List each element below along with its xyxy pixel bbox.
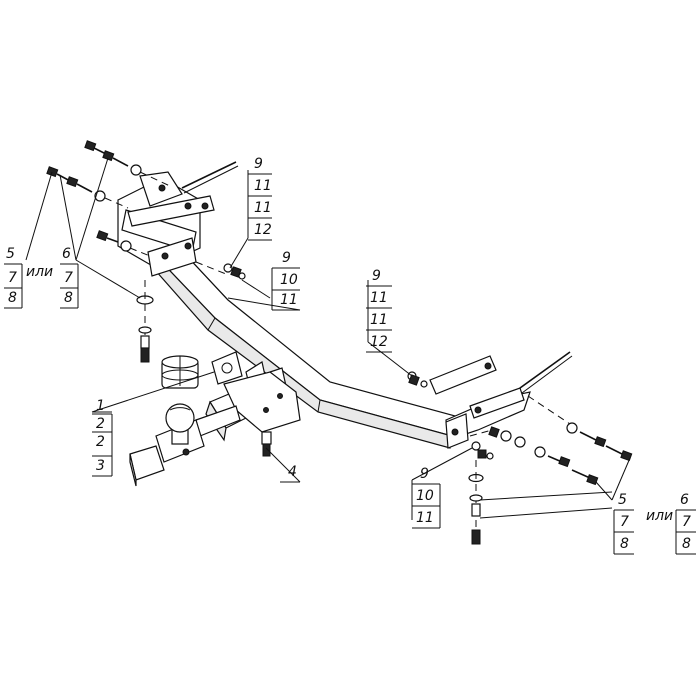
callout-label: 6 — [62, 246, 71, 262]
callout-label: 7 — [620, 514, 629, 530]
ball-cover — [161, 355, 199, 389]
callout-label: 10 — [280, 272, 298, 288]
or-label: или — [26, 264, 53, 280]
callout-label: 7 — [64, 270, 73, 286]
callout-label: 11 — [254, 178, 272, 194]
callout-label: 8 — [64, 290, 73, 306]
callout-left-group: 5 7 8 или 6 7 8 — [4, 246, 79, 309]
or-label: или — [646, 508, 673, 524]
callout-label: 8 — [620, 536, 629, 552]
callout-label: 11 — [280, 292, 298, 308]
callout-label: 9 — [254, 156, 263, 172]
callout-right-group: 5 7 8 или 6 7 8 — [613, 492, 696, 555]
callout-label: 1 — [96, 398, 105, 414]
callout-label: 7 — [8, 270, 17, 286]
callout-label: 8 — [8, 290, 17, 306]
callout-bolt-4: 4 — [288, 464, 297, 480]
leader-lines — [25, 157, 631, 520]
cross-beam — [147, 237, 472, 449]
callout-upper-stack-b: 9 10 11 — [271, 250, 300, 311]
callout-label: 9 — [372, 268, 381, 284]
callout-label: 11 — [370, 290, 388, 306]
callout-label: 12 — [254, 222, 272, 238]
callout-label: 11 — [370, 312, 388, 328]
callout-upper-stack: 9 11 11 12 — [248, 156, 272, 241]
socket-plate — [211, 351, 243, 385]
hitch-receiver — [195, 361, 301, 457]
callout-label: 7 — [682, 514, 691, 530]
callout-label: 9 — [420, 466, 429, 482]
receiver-plug — [129, 445, 165, 487]
callout-label: 8 — [682, 536, 691, 552]
left-bracket — [117, 161, 239, 277]
right-bracket — [429, 351, 573, 449]
callout-label: 9 — [282, 250, 291, 266]
callout-label: 5 — [6, 246, 15, 262]
right-fasteners — [407, 371, 633, 545]
callout-label: 6 — [680, 492, 689, 508]
callout-label: 11 — [416, 510, 434, 526]
callout-label: 11 — [254, 200, 272, 216]
callout-label: 2 — [96, 434, 105, 450]
callout-lower-stack: 9 10 11 — [412, 466, 441, 529]
callout-label: 4 — [288, 464, 297, 480]
callout-ball-group: 1 2 2 3 — [92, 398, 113, 477]
callout-mid-stack: 9 11 11 12 — [366, 268, 392, 353]
callout-label: 3 — [96, 458, 105, 474]
tow-ball — [155, 403, 205, 463]
callout-label: 5 — [618, 492, 627, 508]
callout-label: 2 — [96, 416, 105, 432]
callout-label: 10 — [416, 488, 434, 504]
callout-label: 12 — [370, 334, 388, 350]
